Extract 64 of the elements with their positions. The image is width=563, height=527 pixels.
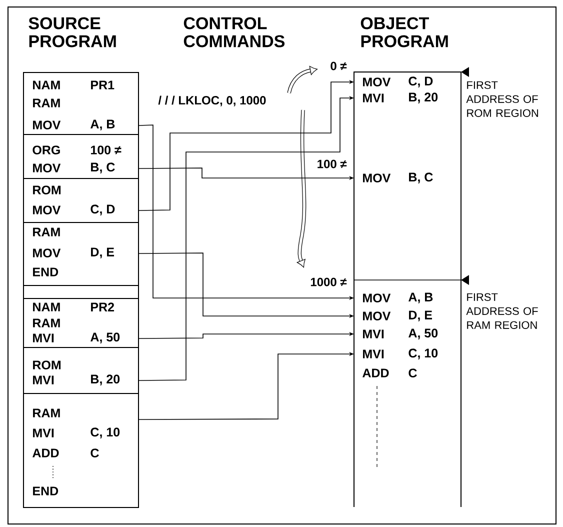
code-text: MOV: [33, 164, 61, 172]
code-text: MVI: [363, 350, 384, 358]
address-label: 0 ≠: [330, 62, 347, 70]
note-text: FIRST ADDRESS OF ROM REGION: [466, 81, 538, 117]
code-text: C: [408, 368, 417, 378]
code-text: MOV: [363, 78, 391, 86]
code-text: B, C: [409, 172, 433, 184]
column-heading: CONTROL COMMANDS: [184, 17, 285, 48]
code-text: RAM: [33, 98, 60, 108]
code-text: A, B: [90, 120, 115, 130]
note-text: FIRST ADDRESS OF RAM REGION: [466, 293, 538, 329]
program-box: [23, 393, 139, 508]
code-text: MOV: [363, 174, 391, 182]
code-text: MVI: [363, 94, 384, 102]
code-text: C: [90, 448, 99, 458]
code-text: ROM: [33, 186, 61, 194]
code-text: B, C: [91, 162, 115, 174]
code-text: RAM: [33, 408, 60, 418]
code-text: MVI: [363, 330, 384, 338]
code-text: D, E: [409, 310, 432, 322]
code-text: MOV: [363, 312, 391, 320]
code-text: A, 50: [408, 328, 438, 340]
code-text: MOV: [33, 248, 61, 258]
code-text: ADD: [362, 368, 389, 378]
object-program-column: [354, 72, 462, 508]
program-box: [23, 222, 139, 286]
code-text: D, E: [91, 248, 114, 258]
code-text: MOV: [33, 206, 61, 214]
program-box: [23, 72, 139, 135]
code-text: C, 10: [408, 348, 438, 360]
code-text: A, 50: [90, 332, 120, 344]
column-heading: SOURCE PROGRAM: [28, 17, 116, 48]
program-box: [23, 134, 139, 179]
code-text: A, B: [408, 292, 433, 304]
code-text: MVI: [33, 334, 54, 342]
command-text: / / / LKLOC, 0, 1000: [158, 96, 266, 106]
code-text: PR1: [91, 80, 114, 90]
code-text: 100 ≠: [91, 146, 122, 154]
program-box: [23, 347, 139, 394]
program-box: [23, 298, 139, 348]
code-text: MOV: [33, 120, 61, 130]
code-text: NAM: [33, 80, 60, 90]
code-text: RAM: [33, 228, 60, 236]
code-text: RAM: [33, 318, 60, 328]
code-text: C, D: [408, 76, 433, 88]
code-text: PR2: [91, 302, 114, 312]
program-box: [23, 178, 139, 223]
column-heading: OBJECT PROGRAM: [360, 17, 448, 48]
code-text: ORG: [32, 146, 60, 154]
code-text: C, 10: [90, 428, 120, 438]
code-text: ADD: [32, 448, 59, 458]
address-label: 100 ≠: [318, 160, 347, 168]
code-text: MVI: [33, 376, 54, 384]
code-text: C, D: [90, 204, 115, 216]
code-text: B, 20: [91, 374, 120, 386]
code-text: B, 20: [409, 92, 438, 104]
code-text: END: [33, 486, 58, 496]
program-box: [23, 285, 139, 299]
code-text: ROM: [33, 360, 61, 370]
code-text: MVI: [33, 428, 54, 438]
address-label: 1000 ≠: [310, 278, 347, 286]
code-text: NAM: [33, 302, 60, 312]
code-text: END: [33, 268, 58, 276]
code-text: MOV: [363, 294, 391, 302]
